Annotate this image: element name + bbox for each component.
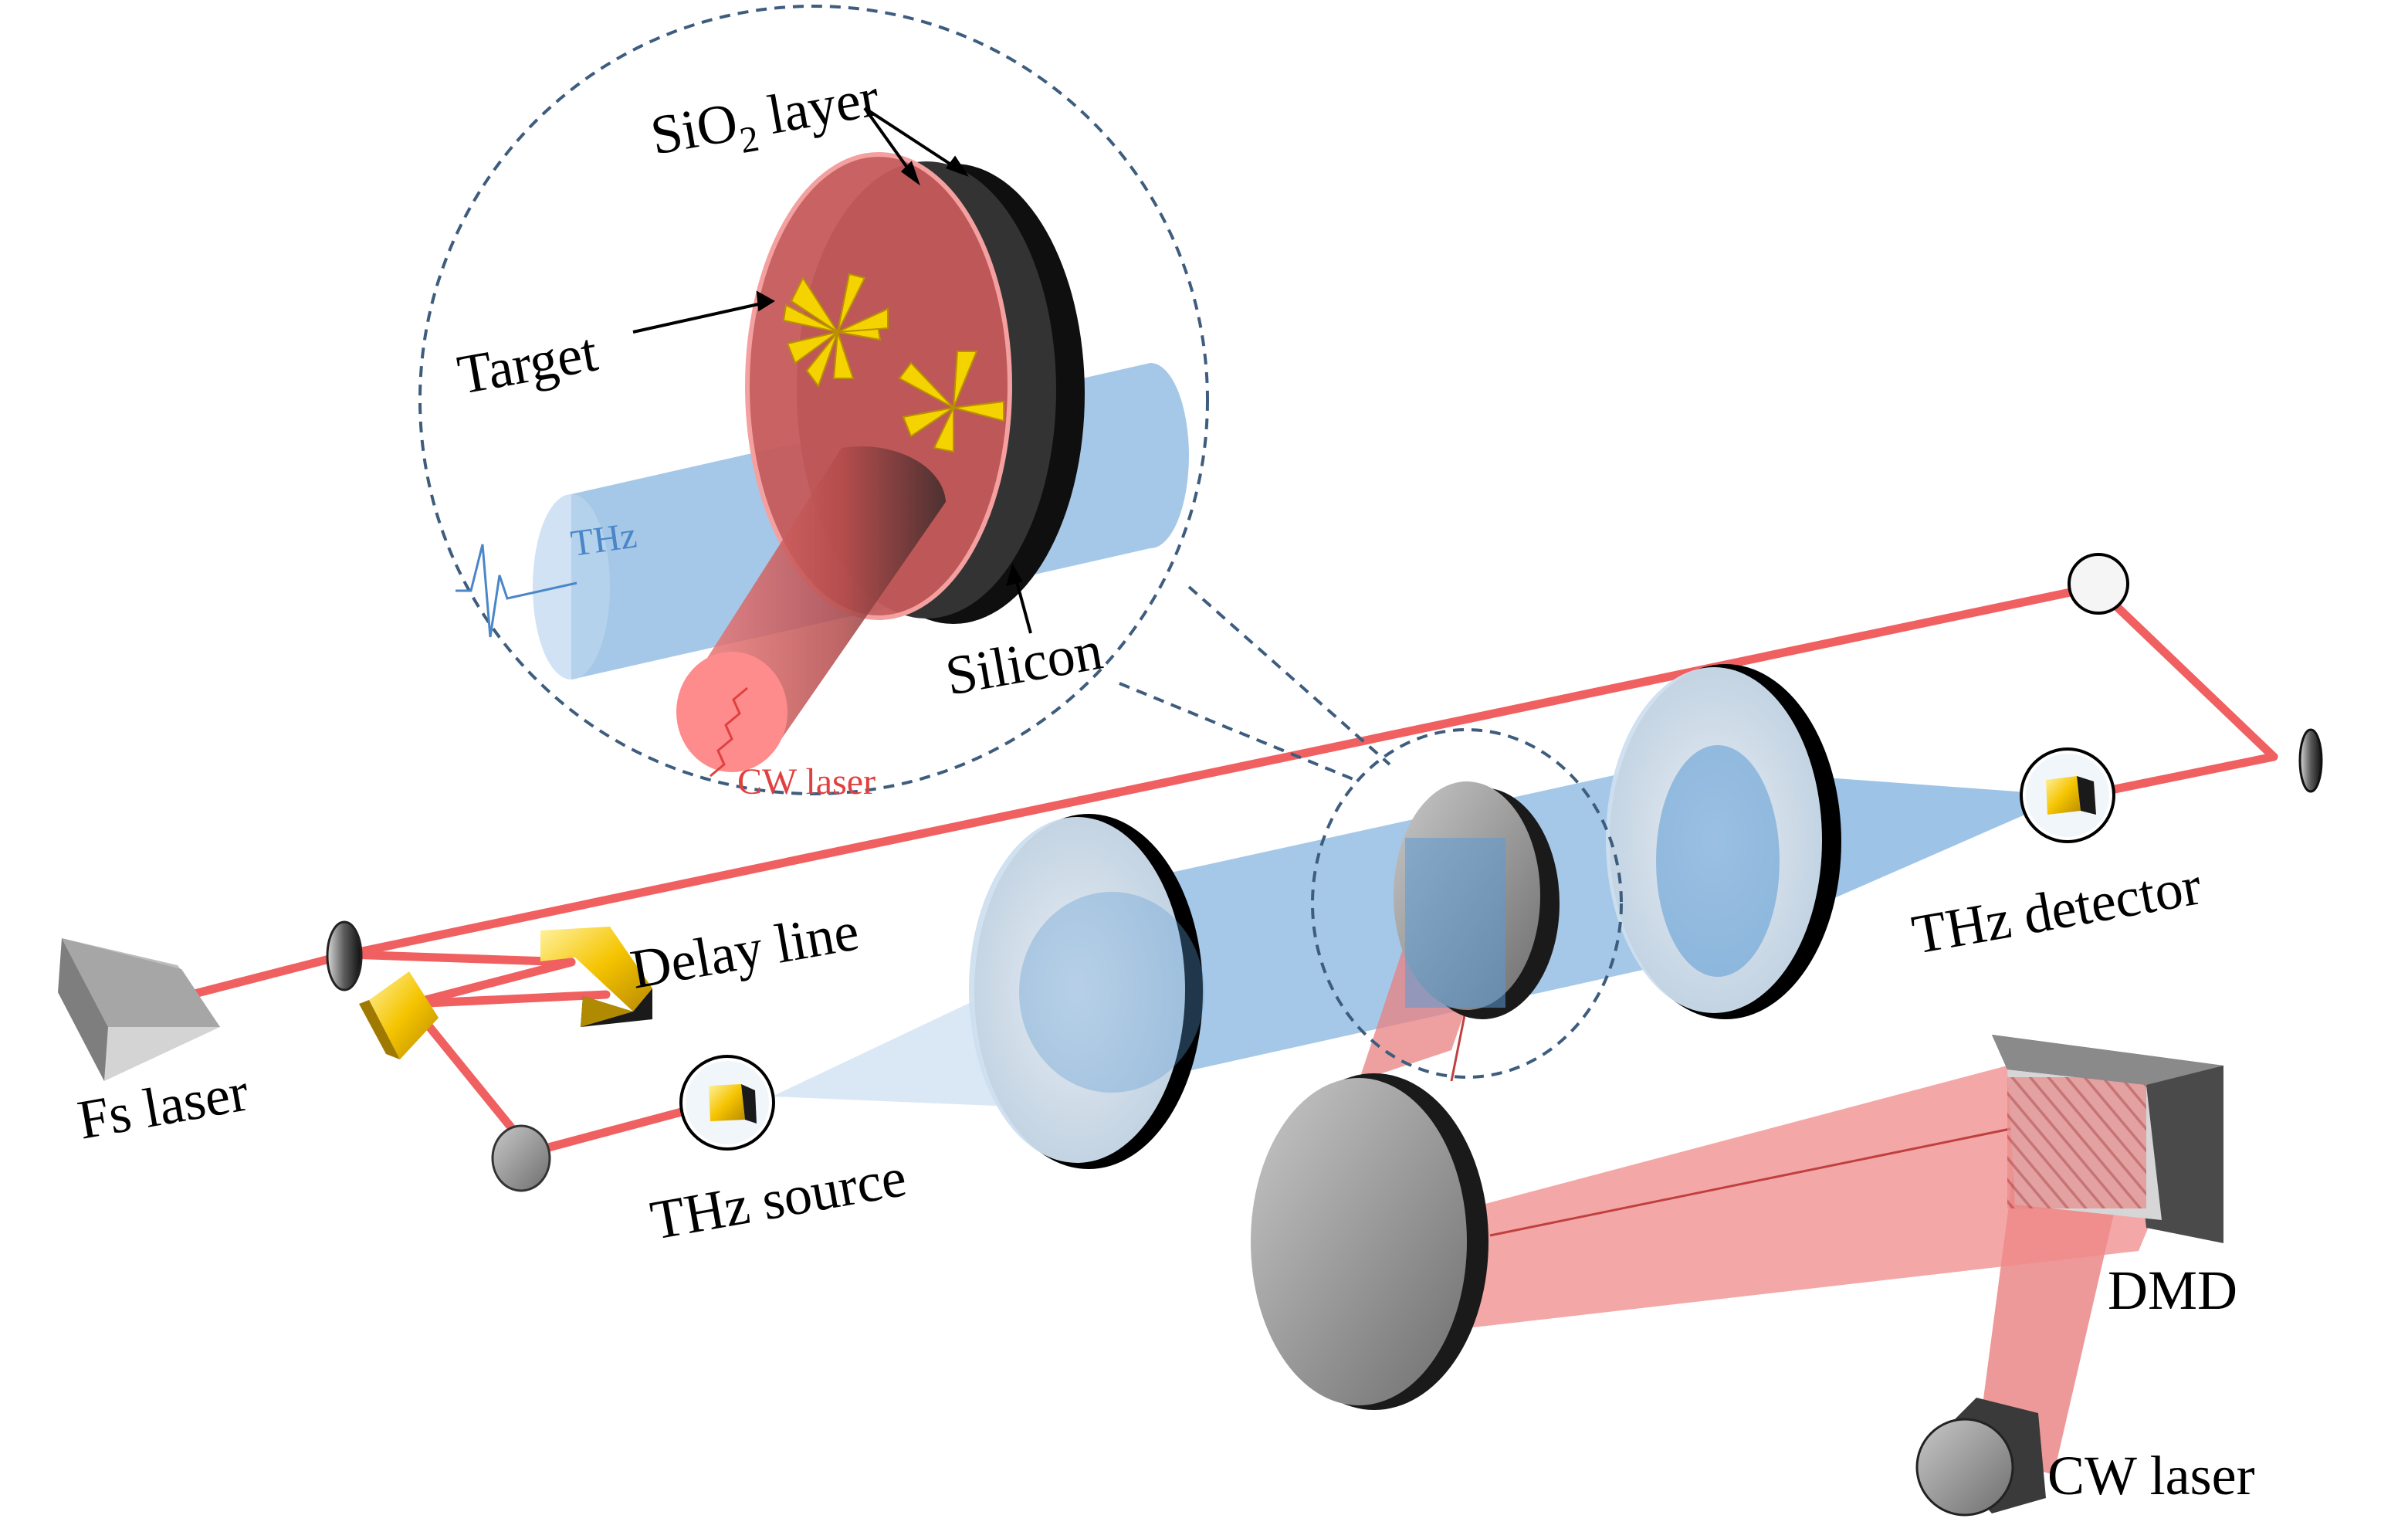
thz-detector — [2020, 747, 2115, 843]
steering-mirror-4 — [2298, 728, 2323, 793]
thz-detector-label: THz detector — [1908, 854, 2206, 965]
large-mirror — [1251, 1073, 1488, 1410]
steering-mirror-2 — [491, 1124, 551, 1192]
dmd — [1992, 1035, 2223, 1243]
thz-source-label: THz source — [646, 1146, 911, 1252]
delay-line-retroreflector — [540, 927, 652, 1027]
thz-lens-1 — [969, 814, 1204, 1169]
thz-source-emitter — [679, 1055, 775, 1151]
cw-laser — [1915, 1398, 2046, 1517]
target-label: Target — [453, 320, 602, 405]
sample-disk — [1394, 781, 1560, 1019]
thz-lens-2 — [1606, 664, 1841, 1019]
steering-mirror-1 — [326, 920, 363, 991]
fs-laser-box — [58, 938, 220, 1081]
sio2-layer-label: SiO2 layer — [646, 66, 886, 176]
label-arrows — [632, 107, 1032, 634]
inset-sample-detail — [456, 152, 1189, 778]
fs-laser-beam-paths — [181, 582, 2278, 1157]
silicon-label: Silicon — [941, 619, 1107, 707]
steering-mirror-3 — [2068, 553, 2129, 615]
cw-laser-inset-label: CW laser — [737, 761, 875, 802]
thz-inset-label: THz — [568, 515, 639, 564]
delay-line-label: Delay line — [626, 900, 863, 1001]
beamsplitter-cube — [359, 971, 439, 1059]
fs-laser-label: Fs laser — [73, 1060, 253, 1151]
cw-laser-label: CW laser — [2047, 1445, 2255, 1507]
dmd-label: DMD — [2108, 1259, 2237, 1321]
zoom-indicator — [418, 5, 1623, 1079]
